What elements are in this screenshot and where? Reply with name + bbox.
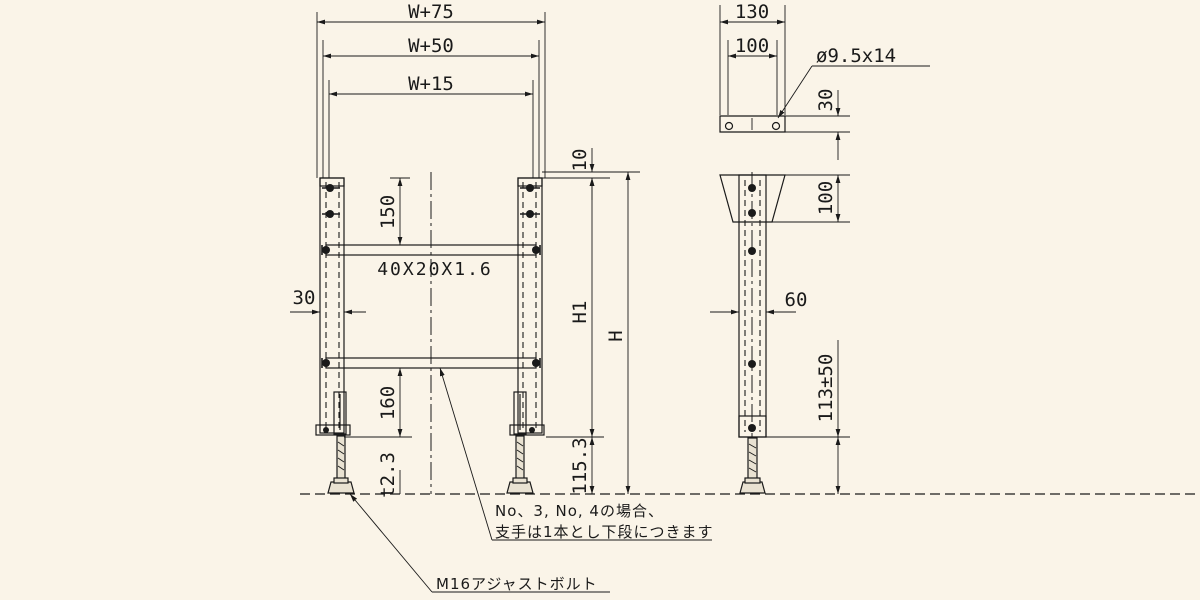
bolt-icon [322,246,330,254]
cross-members: 40X20X1.6 [321,244,541,369]
dim-30-front: 30 [290,287,366,315]
hole-spec-label: ø9.5x14 [816,45,896,67]
note-line-1: No、3, No, 4の場合、 [495,502,664,520]
bolt-icon [532,246,540,254]
dim-160-label: 160 [377,386,399,420]
height-dims: 10 H1 115.3 H [542,148,640,495]
bolt-icon [748,209,756,217]
side-leg [719,172,786,494]
dim-30-label: 30 [293,287,316,309]
dim-150-label: 150 [377,195,399,229]
dim-w75: W+75 [408,1,454,23]
bolt-icon [529,427,535,433]
right-leg [509,177,545,436]
dim-130-label: 130 [735,1,769,23]
side-dims: 100 60 113±50 [710,174,850,494]
bolt-hole-icon [724,121,734,131]
inner-vertical-dims: 150 160 t2.3 [344,177,412,498]
pipe-spec-label: 40X20X1.6 [377,259,493,280]
bolt-icon [748,424,756,432]
front-view: W+75 W+50 W+15 [290,1,1200,593]
dim-w50: W+50 [408,35,454,57]
bolt-icon [748,184,756,192]
dim-w15: W+15 [408,73,454,95]
bolt-icon [748,360,756,368]
dim-10-label: 10 [569,149,591,172]
leader-lines [349,367,712,593]
bolt-hole-icon [771,121,781,131]
left-leg [315,177,351,436]
width-dimensions: W+75 W+50 W+15 [316,1,546,178]
bolt-icon [748,247,756,255]
note-line-2: 支手は1本とし下段につきます [495,523,714,541]
dim-h-label: H [605,330,627,341]
dim-100-top-label: 100 [735,35,769,57]
bolt-icon [323,427,329,433]
dim-t23-label: t2.3 [377,452,399,498]
bolt-icon [532,359,540,367]
left-adjust-foot [327,435,355,494]
dim-113-label: 113±50 [815,354,837,423]
adjust-bolt-label: M16アジャストボルト [436,575,598,593]
side-view: 130 100 30 ø9.5x14 [710,1,930,494]
right-adjust-foot [506,435,534,494]
bolt-icon [322,359,330,367]
dim-h1-label: H1 [569,301,591,324]
dim-100-side-label: 100 [815,181,837,215]
dim-60-label: 60 [785,289,808,311]
dim-30-side-label: 30 [815,89,837,112]
dim-1153-label: 115.3 [569,437,591,494]
top-bracket: 130 100 30 ø9.5x14 [719,1,930,160]
